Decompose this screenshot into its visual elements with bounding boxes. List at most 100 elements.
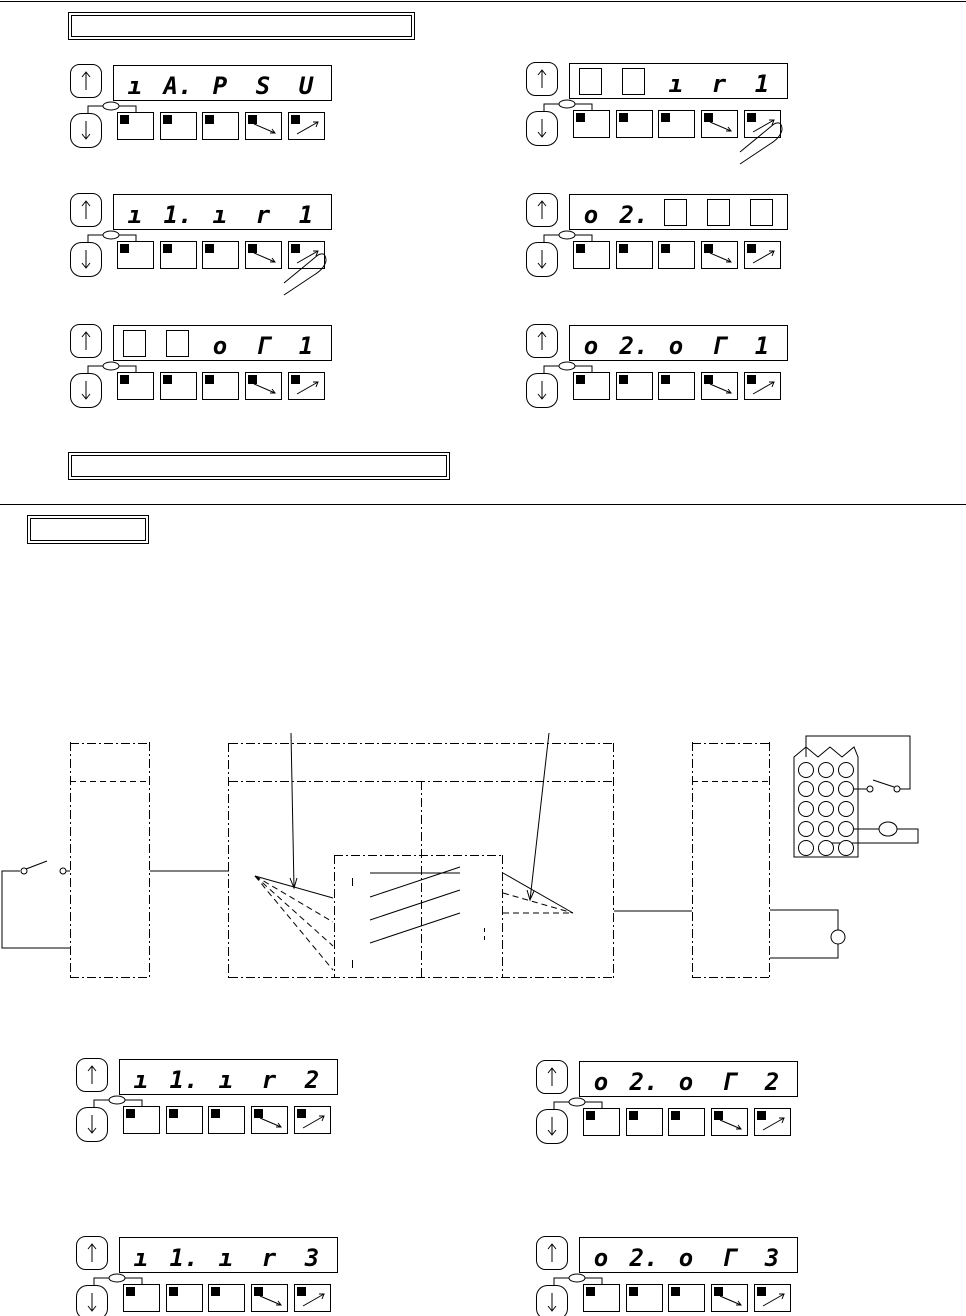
down-button[interactable] — [526, 373, 558, 408]
up-button[interactable] — [536, 1236, 568, 1270]
key-led — [704, 375, 713, 384]
function-key-1[interactable] — [117, 372, 154, 400]
function-key-4[interactable] — [711, 1284, 748, 1312]
connector-pin — [818, 840, 834, 856]
function-key-4[interactable] — [711, 1108, 748, 1136]
function-key-1[interactable] — [117, 241, 154, 269]
up-button[interactable] — [70, 64, 102, 98]
function-key-4[interactable] — [701, 241, 738, 269]
display-digit: S — [256, 72, 270, 100]
function-key-5[interactable] — [754, 1108, 791, 1136]
function-key-3[interactable] — [668, 1284, 705, 1312]
function-key-5[interactable] — [294, 1106, 331, 1134]
down-arrow-icon — [537, 250, 547, 269]
down-button[interactable] — [526, 111, 558, 146]
digit-char: 1 — [299, 201, 313, 229]
function-key-4[interactable] — [245, 241, 282, 269]
function-key-2[interactable] — [626, 1284, 663, 1312]
function-key-5[interactable] — [754, 1284, 791, 1312]
key-led — [704, 113, 713, 122]
key-led — [291, 375, 300, 384]
function-key-3[interactable] — [668, 1108, 705, 1136]
digit-char: 1 — [755, 332, 769, 360]
up-button[interactable] — [526, 324, 558, 358]
digit-char: 2 — [304, 1066, 319, 1094]
up-button[interactable] — [70, 324, 102, 358]
display-digit: 2. — [629, 1068, 659, 1096]
down-button[interactable] — [76, 1107, 108, 1142]
function-key-3[interactable] — [658, 372, 695, 400]
up-button[interactable] — [76, 1236, 108, 1270]
down-button[interactable] — [70, 242, 102, 277]
connector-pin — [798, 821, 814, 837]
function-key-5[interactable] — [744, 241, 781, 269]
digit-char: r — [712, 70, 727, 98]
down-arrow-icon — [87, 1115, 97, 1134]
digit-char: ı — [128, 72, 142, 100]
display-digit: P — [213, 72, 228, 100]
down-button[interactable] — [70, 113, 102, 148]
down-button[interactable] — [536, 1109, 568, 1144]
up-arrow-icon — [537, 200, 547, 219]
display-digit: 1 — [755, 332, 769, 360]
function-key-1[interactable] — [583, 1108, 620, 1136]
function-key-1[interactable] — [123, 1106, 160, 1134]
function-key-4[interactable] — [701, 372, 738, 400]
up-button[interactable] — [526, 193, 558, 227]
arrow-up-right-icon — [296, 121, 319, 135]
key-led — [747, 375, 756, 384]
key-led — [169, 1287, 178, 1296]
up-button[interactable] — [76, 1058, 108, 1092]
function-key-2[interactable] — [616, 372, 653, 400]
function-key-1[interactable] — [573, 241, 610, 269]
display-digit — [622, 68, 645, 95]
function-key-5[interactable] — [288, 112, 325, 140]
function-key-2[interactable] — [616, 241, 653, 269]
function-key-2[interactable] — [166, 1284, 203, 1312]
down-button[interactable] — [536, 1285, 568, 1316]
function-key-2[interactable] — [160, 241, 197, 269]
digit-char: o — [679, 1068, 693, 1096]
function-key-3[interactable] — [202, 241, 239, 269]
key-led — [619, 244, 628, 253]
display-digit: Γ — [722, 1244, 739, 1272]
connector-pins — [798, 762, 854, 856]
function-key-5[interactable] — [288, 372, 325, 400]
up-button[interactable] — [70, 193, 102, 227]
down-button[interactable] — [526, 242, 558, 277]
function-key-3[interactable] — [208, 1284, 245, 1312]
function-key-2[interactable] — [160, 112, 197, 140]
function-key-1[interactable] — [117, 112, 154, 140]
function-key-3[interactable] — [208, 1106, 245, 1134]
left-unit — [70, 742, 150, 978]
function-key-1[interactable] — [123, 1284, 160, 1312]
function-key-3[interactable] — [202, 112, 239, 140]
function-key-1[interactable] — [573, 372, 610, 400]
function-key-4[interactable] — [245, 372, 282, 400]
down-button[interactable] — [76, 1285, 108, 1316]
function-key-4[interactable] — [251, 1284, 288, 1312]
function-key-4[interactable] — [701, 110, 738, 138]
function-key-5[interactable] — [294, 1284, 331, 1312]
connector-pin — [798, 762, 814, 778]
function-key-2[interactable] — [160, 372, 197, 400]
display-digit: o — [594, 1244, 608, 1272]
key-led — [291, 244, 300, 253]
function-key-4[interactable] — [251, 1106, 288, 1134]
display-digit: o — [669, 332, 683, 360]
down-button[interactable] — [70, 373, 102, 408]
display-digit: 1. — [170, 1066, 199, 1094]
function-key-1[interactable] — [583, 1284, 620, 1312]
function-key-4[interactable] — [245, 112, 282, 140]
up-button[interactable] — [526, 62, 558, 96]
function-key-3[interactable] — [658, 241, 695, 269]
function-key-2[interactable] — [616, 110, 653, 138]
function-key-5[interactable] — [744, 372, 781, 400]
up-button[interactable] — [536, 1060, 568, 1094]
function-key-3[interactable] — [658, 110, 695, 138]
function-key-1[interactable] — [573, 110, 610, 138]
function-key-2[interactable] — [166, 1106, 203, 1134]
function-key-2[interactable] — [626, 1108, 663, 1136]
function-key-3[interactable] — [202, 372, 239, 400]
